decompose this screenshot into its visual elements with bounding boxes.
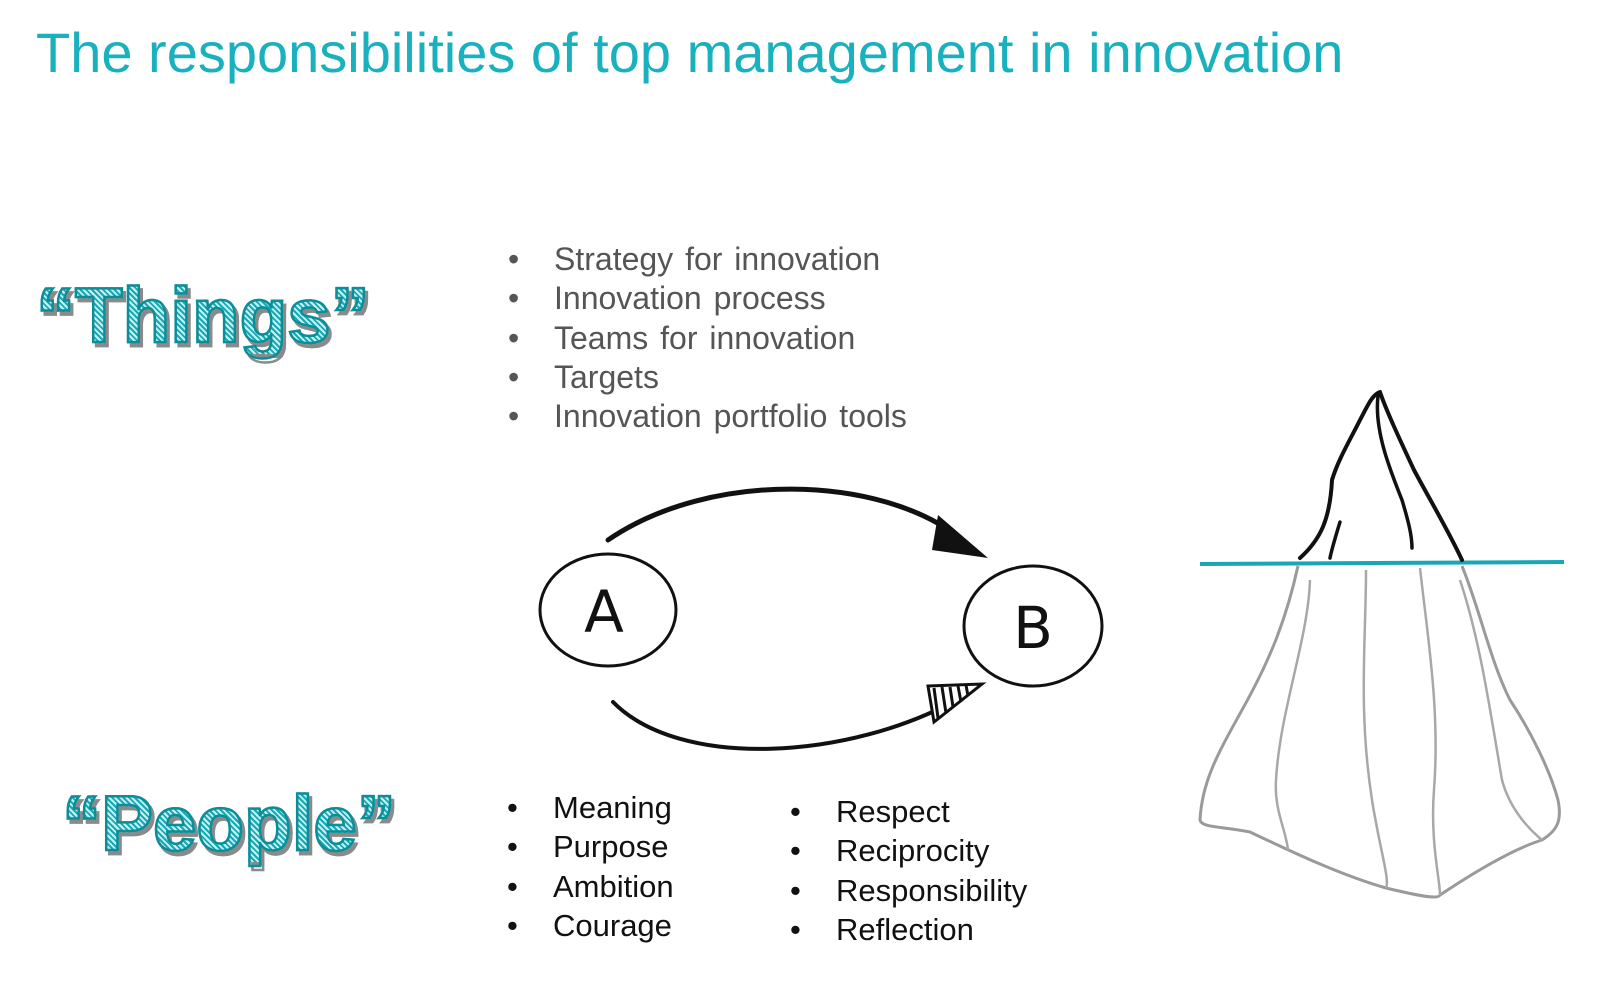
things-item: Strategy for innovation (508, 240, 907, 280)
things-item: Targets (508, 358, 907, 398)
iceberg-illustration (1198, 390, 1565, 899)
node-a-circle (538, 552, 678, 668)
people-item: Reflection (790, 910, 1027, 950)
a-to-b-diagram: A B (538, 486, 1104, 751)
iceberg-tip-icon (1298, 390, 1464, 562)
node-b-label: B (1013, 594, 1053, 662)
lower-arrowhead-icon (926, 682, 987, 725)
people-list-left: Meaning Purpose Ambition Courage (507, 788, 674, 945)
node-a-label: A (584, 578, 624, 646)
people-item: Responsibility (790, 871, 1027, 911)
people-list-right: Respect Reciprocity Responsibility Refle… (790, 792, 1027, 949)
people-item: Meaning (507, 788, 674, 828)
lower-arrow-icon (611, 696, 962, 751)
people-item: Respect (790, 792, 1027, 832)
things-heading: “Things” (35, 271, 371, 359)
things-list: Strategy for innovation Innovation proce… (508, 240, 907, 437)
people-item: Reciprocity (790, 831, 1027, 871)
things-item: Innovation process (508, 279, 907, 319)
upper-arrowhead-icon (932, 515, 988, 558)
iceberg-underwater-icon (1198, 565, 1561, 899)
things-item: Innovation portfolio tools (508, 397, 907, 437)
node-b-circle (962, 564, 1104, 688)
people-item: Ambition (507, 867, 674, 907)
people-item: Purpose (507, 827, 674, 867)
upper-arrow-icon (605, 486, 963, 543)
waterline (1199, 560, 1565, 566)
slide-title: The responsibilities of top management i… (36, 21, 1344, 84)
people-item: Courage (507, 906, 674, 946)
things-item: Teams for innovation (508, 319, 907, 359)
people-heading: “People” (61, 779, 397, 867)
